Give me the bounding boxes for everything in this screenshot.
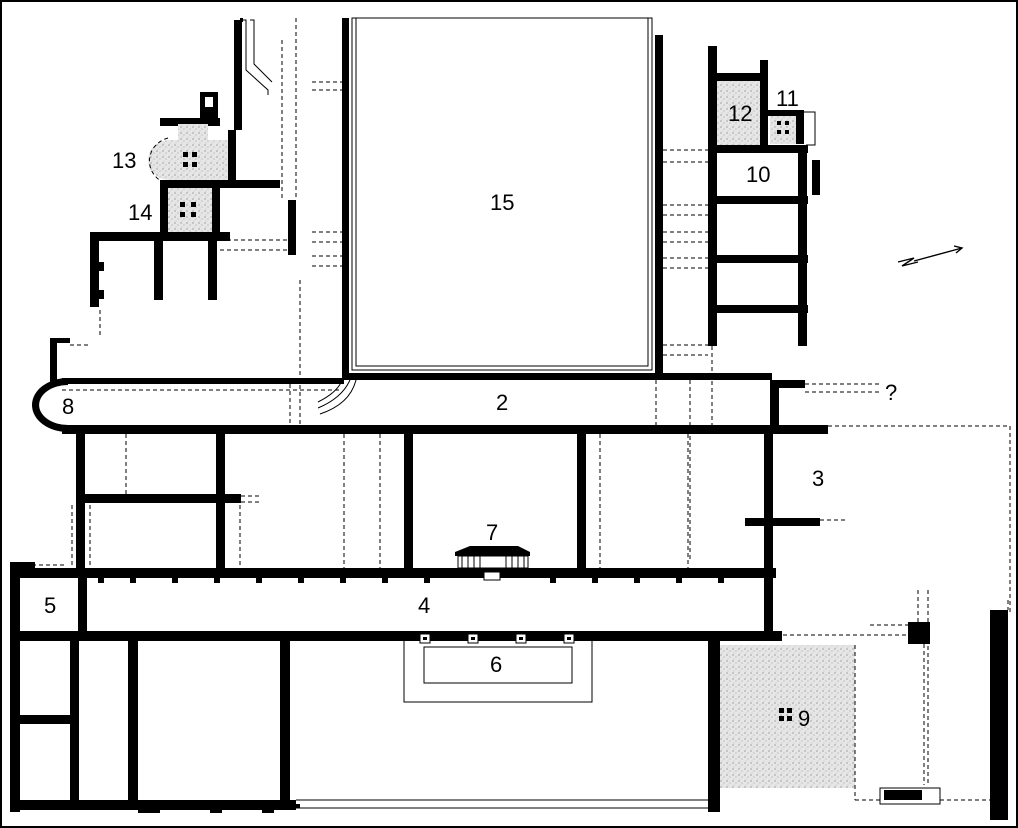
rooms-10-12 xyxy=(663,46,820,560)
middle-rooms xyxy=(76,425,1011,640)
shrine-7 xyxy=(455,546,530,581)
courtyard-15 xyxy=(342,17,663,380)
rooms-13-14 xyxy=(70,18,342,425)
label-room-9: 9 xyxy=(798,706,810,731)
label-room-8: 8 xyxy=(62,394,74,419)
label-room-3: 3 xyxy=(812,466,824,491)
lower-rooms xyxy=(10,638,720,813)
room-labels: 15 12 11 10 13 14 8 2 ? 3 7 5 4 6 9 xyxy=(44,86,897,731)
dashed-outlines xyxy=(32,380,689,568)
label-room-5: 5 xyxy=(44,593,56,618)
label-room-11: 11 xyxy=(776,86,799,111)
label-unknown: ? xyxy=(885,380,897,405)
north-arrow-icon xyxy=(897,245,964,267)
corridor-2 xyxy=(32,338,880,434)
label-room-12: 12 xyxy=(728,101,752,126)
room-9 xyxy=(720,590,1009,820)
portico-4 xyxy=(10,562,782,812)
label-room-10: 10 xyxy=(746,162,770,187)
label-room-13: 13 xyxy=(112,148,136,173)
label-room-14: 14 xyxy=(128,200,152,225)
label-room-6: 6 xyxy=(490,652,502,677)
label-portico-4: 4 xyxy=(418,593,430,618)
label-room-7: 7 xyxy=(486,520,498,545)
room-6 xyxy=(403,633,593,703)
label-corridor-2: 2 xyxy=(496,390,508,415)
label-room-15: 15 xyxy=(490,190,514,215)
